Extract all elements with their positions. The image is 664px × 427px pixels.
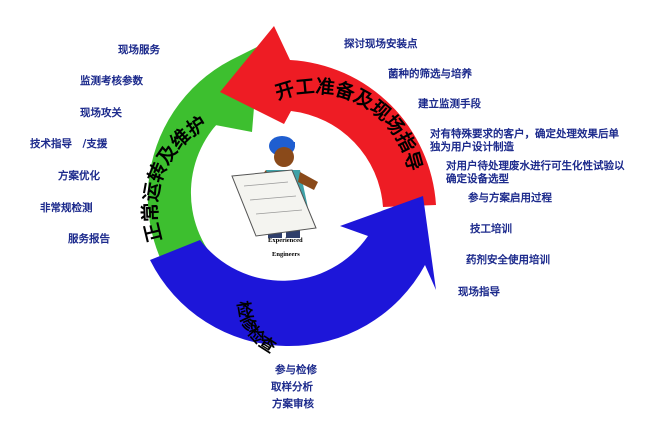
bottom-label: 取样分析: [271, 381, 313, 393]
right-label: 探讨现场安装点: [344, 38, 418, 50]
left-label: 非常规检测: [40, 202, 93, 214]
center-caption-line2: Engineers: [272, 251, 300, 258]
right-label: 菌种的筛选与培养: [388, 68, 472, 80]
right-label: 药剂安全使用培训: [466, 254, 550, 266]
right-label: 现场指导: [458, 286, 500, 298]
right-label: 对用户待处理废水进行可生化性试验以确定设备选型: [446, 160, 625, 185]
red-arrow: [220, 26, 436, 207]
right-label: 建立监测手段: [418, 98, 481, 110]
left-label: 技术指导 /支援: [30, 138, 108, 150]
right-label: 技工培训: [470, 223, 512, 235]
left-label: 监测考核参数: [80, 75, 143, 87]
blue-arrow: [150, 196, 436, 347]
right-label: 参与方案启用过程: [468, 192, 552, 204]
bottom-label: 参与检修: [275, 364, 317, 376]
bottom-label: 方案审核: [272, 398, 314, 410]
left-label: 现场服务: [118, 44, 160, 56]
center-caption-line1: Experienced: [268, 237, 303, 244]
right-label: 对有特殊要求的客户，确定处理效果后单独为用户设计制造: [430, 128, 619, 153]
left-label: 服务报告: [68, 233, 110, 245]
left-label: 方案优化: [58, 170, 100, 182]
engineer-illustration: [231, 136, 318, 238]
left-label: 现场攻关: [80, 107, 122, 119]
